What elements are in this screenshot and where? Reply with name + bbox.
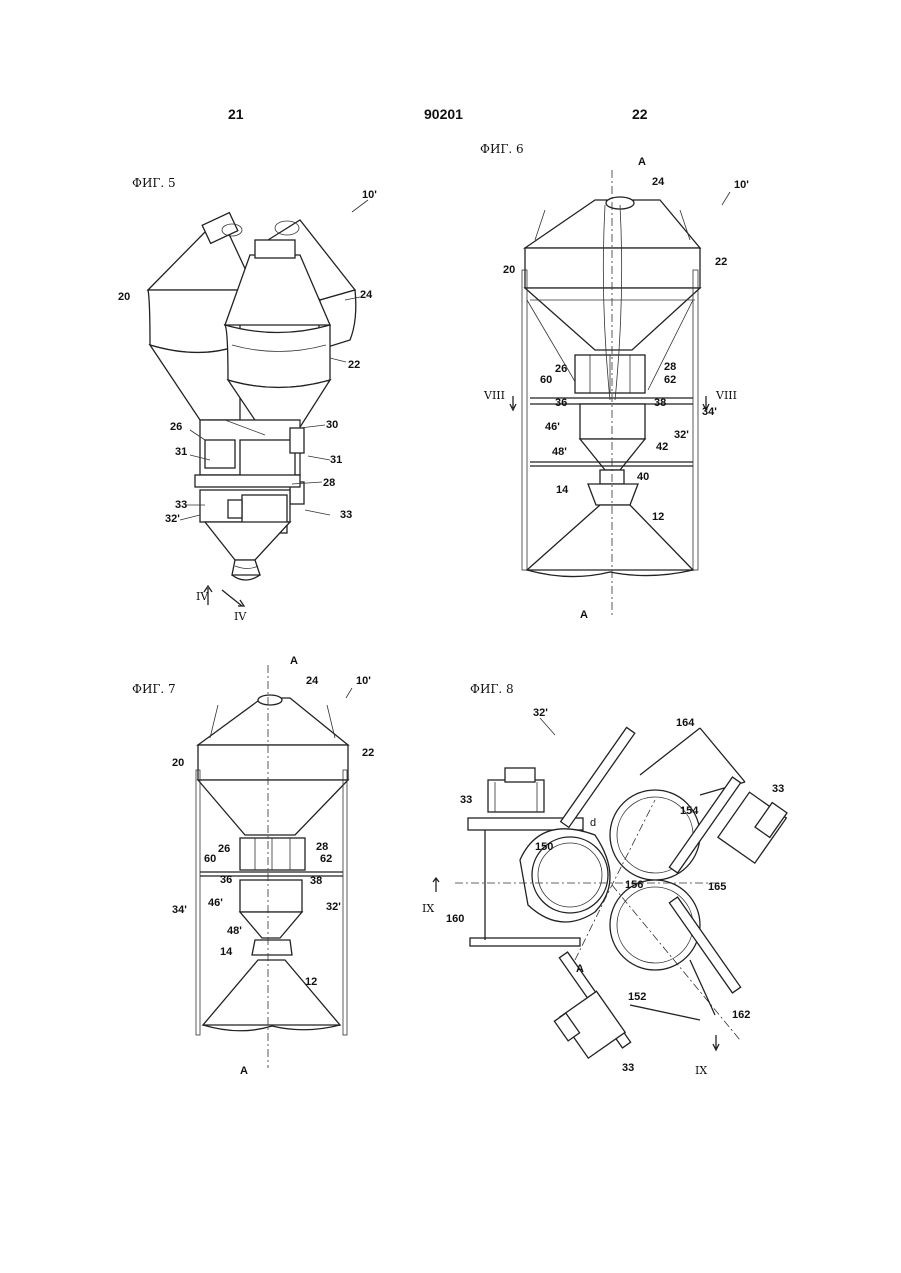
fig6-label: VIII bbox=[483, 389, 505, 402]
fig8-label: IX bbox=[695, 1064, 707, 1077]
fig7-label: 60 bbox=[204, 853, 216, 865]
fig6-label: 20 bbox=[503, 264, 515, 276]
fig6-label: 12 bbox=[652, 511, 664, 523]
fig6-label: VIII bbox=[715, 389, 737, 402]
fig6-label: A bbox=[580, 609, 588, 621]
fig8-label: 33 bbox=[622, 1062, 634, 1074]
fig5-label: 24 bbox=[360, 289, 373, 301]
fig5-label: 30 bbox=[326, 419, 338, 431]
fig8-label: 33 bbox=[772, 783, 784, 795]
fig7-drawing: 10' A 24 20 22 26 28 60 62 36 38 46' 32'… bbox=[172, 655, 374, 1077]
fig8-label: 165 bbox=[708, 881, 726, 893]
fig5-label: IV bbox=[234, 610, 247, 623]
fig8-label: 156 bbox=[625, 879, 643, 891]
fig8-label: 150 bbox=[535, 841, 553, 853]
fig8-drawing: 32' 164 33 33 154 d 150 156 165 IX 160 A… bbox=[422, 707, 787, 1077]
fig6-label: 38 bbox=[654, 397, 666, 409]
fig6-label: 60 bbox=[540, 374, 552, 386]
fig5-ref-label: 10' bbox=[362, 189, 377, 201]
fig8-label: 164 bbox=[676, 717, 695, 729]
fig5-label: 31 bbox=[175, 446, 187, 458]
fig7-label: 48' bbox=[227, 925, 242, 937]
fig8-label: 160 bbox=[446, 913, 464, 925]
fig7-label: 36 bbox=[220, 874, 232, 886]
fig7-label: 32' bbox=[326, 901, 341, 913]
fig6-label: 46' bbox=[545, 421, 560, 433]
fig8-label: A bbox=[576, 963, 584, 975]
fig6-label: 62 bbox=[664, 374, 676, 386]
fig5-label: 31 bbox=[330, 454, 342, 466]
fig8-label: d bbox=[590, 817, 596, 829]
fig8-label: 152 bbox=[628, 991, 646, 1003]
fig7-label: 28 bbox=[316, 841, 328, 853]
fig6-label: 24 bbox=[652, 176, 665, 188]
fig5-label: 33 bbox=[340, 509, 352, 521]
fig7-label: 14 bbox=[220, 946, 233, 958]
fig7-label: 20 bbox=[172, 757, 184, 769]
fig6-drawing: 10' A 24 20 22 26 28 60 62 VIII VIII 36 … bbox=[483, 156, 749, 621]
fig7-label: 46' bbox=[208, 897, 223, 909]
fig5-label: 33 bbox=[175, 499, 187, 511]
fig6-label: 40 bbox=[637, 471, 649, 483]
fig7-label: 24 bbox=[306, 675, 319, 687]
fig5-label: 28 bbox=[323, 477, 335, 489]
fig6-label: 22 bbox=[715, 256, 727, 268]
fig8-ref-label: 32' bbox=[533, 707, 548, 719]
fig7-label: 26 bbox=[218, 843, 230, 855]
fig8-label: 33 bbox=[460, 794, 472, 806]
fig6-label: 26 bbox=[555, 363, 567, 375]
fig5-label: 22 bbox=[348, 359, 360, 371]
fig8-label: IX bbox=[422, 902, 434, 915]
fig6-ref-label: 10' bbox=[734, 179, 749, 191]
fig5-drawing: 10' 20 24 22 26 30 31 31 28 33 33 32' IV… bbox=[118, 189, 377, 623]
fig6-label: 48' bbox=[552, 446, 567, 458]
fig7-ref-label: 10' bbox=[356, 675, 371, 687]
fig7-label: 34' bbox=[172, 904, 187, 916]
fig5-label: IV bbox=[196, 590, 209, 603]
fig5-label: 26 bbox=[170, 421, 182, 433]
fig7-label: 12 bbox=[305, 976, 317, 988]
fig6-label: 28 bbox=[664, 361, 676, 373]
fig6-label: 34' bbox=[702, 406, 717, 418]
fig6-label: 42 bbox=[656, 441, 668, 453]
fig8-label: 162 bbox=[732, 1009, 750, 1021]
fig6-label: 32' bbox=[674, 429, 689, 441]
fig8-label: 154 bbox=[680, 805, 699, 817]
fig5-label: 32' bbox=[165, 513, 180, 525]
fig7-label: 62 bbox=[320, 853, 332, 865]
fig7-label: A bbox=[290, 655, 298, 667]
fig6-label: A bbox=[638, 156, 646, 168]
fig7-label: 22 bbox=[362, 747, 374, 759]
fig7-label: 38 bbox=[310, 875, 322, 887]
fig5-label: 20 bbox=[118, 291, 130, 303]
fig7-label: A bbox=[240, 1065, 248, 1077]
fig6-label: 36 bbox=[555, 397, 567, 409]
fig6-label: 14 bbox=[556, 484, 569, 496]
